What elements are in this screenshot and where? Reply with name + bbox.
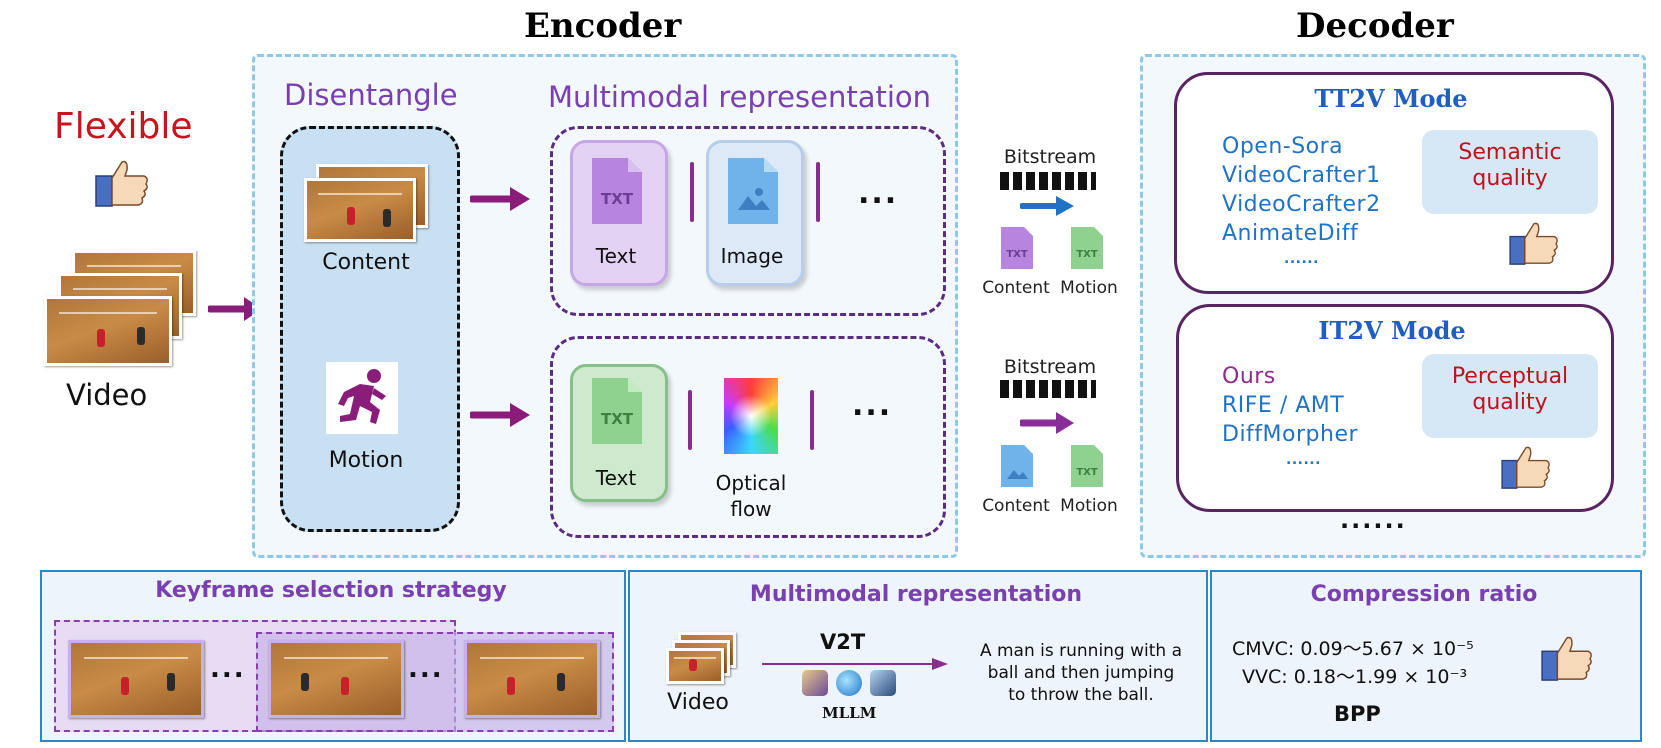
keyframe-thumb-2	[268, 640, 404, 718]
it2v-mode-title: IT2V Mode	[1318, 316, 1466, 345]
perceptual-quality-badge: Perceptual quality	[1422, 354, 1598, 438]
bitstream-label-top: Bitstream	[1003, 146, 1097, 168]
bitstream-label-bottom: Bitstream	[1003, 356, 1097, 378]
mm-bottom-title: Multimodal representation	[749, 582, 1083, 607]
content-modality-box	[550, 126, 946, 316]
more-modalities-top: ...	[858, 176, 899, 211]
motion-small-label-bottom: Motion	[1060, 496, 1118, 516]
optical-flow-icon	[724, 378, 778, 454]
dolphin-icon	[836, 670, 862, 696]
model-item: AnimateDiff	[1222, 221, 1359, 246]
it2v-model-list: Ours RIFE / AMT DiffMorpher ......	[1222, 362, 1358, 471]
text-label-top: Text	[595, 244, 637, 268]
tt2v-model-list: Open-Sora VideoCrafter1 VideoCrafter2 An…	[1222, 132, 1381, 270]
txt-file-text: TXT	[1076, 467, 1098, 478]
thumbs-up-icon	[1501, 446, 1550, 489]
model-ellipsis: ......	[1286, 452, 1321, 468]
more-modalities-bottom: ...	[852, 388, 893, 423]
disentangle-title: Disentangle	[284, 78, 458, 112]
keyframe-title: Keyframe selection strategy	[155, 578, 507, 603]
motion-small-label-top: Motion	[1060, 278, 1118, 298]
txt-file-text: TXT	[1076, 249, 1098, 260]
txt-file-icon: TXT	[1071, 227, 1103, 269]
flexible-label: Flexible	[54, 106, 193, 147]
model-item: Open-Sora	[1222, 134, 1344, 159]
arrow-icon	[1020, 196, 1074, 216]
vvc-ratio: VVC: 0.18～1.99 × 10⁻³	[1242, 666, 1468, 688]
txt-file-text: TXT	[1006, 249, 1028, 260]
tt2v-mode-title: TT2V Mode	[1314, 84, 1468, 113]
motion-modality-box	[550, 336, 946, 538]
mm-panel	[628, 570, 1208, 742]
content-small-label-bottom: Content	[982, 496, 1050, 516]
txt-file-text: TXT	[601, 190, 634, 208]
keyframe-dots-2: ...	[408, 654, 444, 684]
decoder-heading: Decoder	[1296, 6, 1454, 46]
model-item: Ours	[1222, 364, 1276, 389]
model-item: VideoCrafter1	[1222, 163, 1381, 188]
keyframe-thumb-3	[464, 640, 600, 718]
v2t-label: V2T	[820, 630, 866, 654]
txt-file-icon: TXT	[1071, 445, 1103, 487]
bitstream-bar-top	[1000, 172, 1096, 190]
mm-video-label: Video	[667, 690, 729, 715]
keyframe-thumb-1	[68, 640, 204, 718]
model-item: VideoCrafter2	[1222, 192, 1381, 217]
txt-file-icon: TXT	[592, 378, 642, 444]
arrow-icon	[470, 403, 530, 427]
motion-label: Motion	[328, 448, 404, 473]
arrow-icon	[1020, 412, 1074, 434]
semantic-quality-badge: Semantic quality	[1422, 130, 1598, 214]
compression-title: Compression ratio	[1310, 582, 1538, 607]
running-person-icon	[338, 369, 386, 424]
separator	[690, 162, 694, 222]
robot-icon	[870, 670, 896, 696]
txt-file-icon: TXT	[592, 158, 642, 224]
content-label: Content	[322, 250, 410, 275]
model-item: RIFE / AMT	[1222, 393, 1345, 418]
text-label-bottom: Text	[595, 466, 637, 490]
thumbs-up-icon	[95, 160, 148, 207]
llama-icon	[802, 670, 828, 696]
content-frame	[304, 178, 416, 242]
separator	[816, 162, 820, 222]
txt-file-icon: TXT	[1001, 227, 1033, 269]
thumbs-up-icon	[1509, 222, 1558, 265]
image-file-icon	[728, 158, 778, 224]
model-item: DiffMorpher	[1222, 422, 1359, 447]
bitstream-bar-bottom	[1000, 380, 1096, 398]
encoder-heading: Encoder	[524, 6, 682, 46]
more-modes: ......	[1340, 506, 1407, 534]
keyframe-dots-1: ...	[210, 654, 246, 684]
image-label: Image	[720, 244, 784, 268]
arrow-icon	[762, 658, 948, 670]
image-file-icon	[1001, 445, 1033, 487]
caption-text: A man is running with a ball and then ju…	[979, 641, 1183, 705]
content-small-label-top: Content	[982, 278, 1050, 298]
arrow-icon	[470, 187, 530, 211]
mm-video-frame-1	[666, 648, 724, 684]
separator	[688, 390, 692, 450]
video-frame-1	[44, 296, 172, 366]
mllm-label: MLLM	[822, 704, 877, 722]
cmvc-ratio: CMVC: 0.09～5.67 × 10⁻⁵	[1232, 638, 1474, 660]
optical-flow-label: Optical flow	[715, 471, 787, 521]
multimodal-title: Multimodal representation	[548, 80, 932, 114]
separator	[810, 390, 814, 450]
model-ellipsis: ......	[1284, 251, 1319, 267]
thumbs-up-icon	[1541, 636, 1592, 681]
txt-file-text: TXT	[601, 410, 634, 428]
video-label: Video	[66, 378, 148, 412]
bpp-label: BPP	[1334, 702, 1381, 726]
